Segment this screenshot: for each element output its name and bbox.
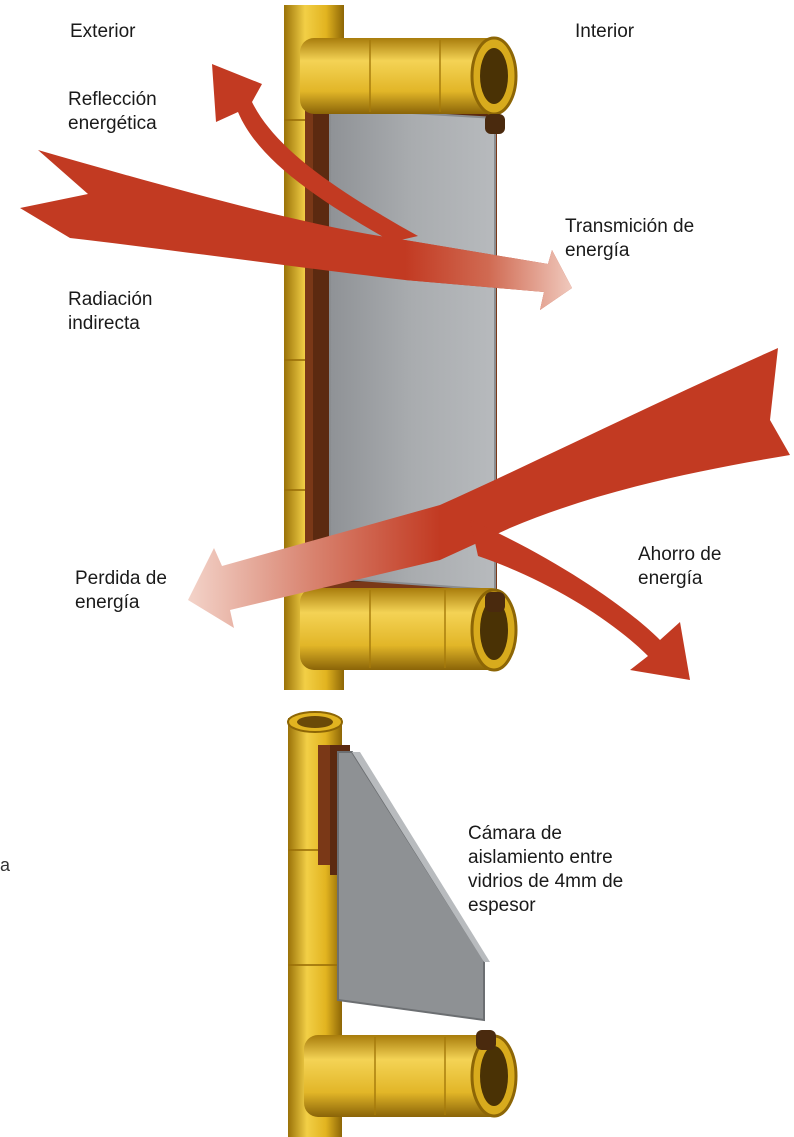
energy-arrows <box>20 64 790 680</box>
transmission-label-line: Transmición de <box>565 216 695 237</box>
energy-loss-label-line: energía <box>75 592 140 613</box>
transmission-label-line: energía <box>565 240 630 261</box>
energy-loss-label: Perdida de energía <box>75 567 167 615</box>
bamboo-bottom-rail <box>300 588 505 670</box>
exterior-label: Exterior <box>70 21 136 42</box>
energy-saving-arrow <box>470 520 690 680</box>
energy-saving-label-line: energía <box>638 568 703 589</box>
insulation-chamber-label-line: vidrios de 4mm de <box>468 871 624 892</box>
insulation-chamber-label-line: aislamiento entre <box>468 847 613 868</box>
reflection-arrow <box>212 64 418 242</box>
interior-radiation-arrow <box>440 348 790 560</box>
energy-saving-label-line: Ahorro de <box>638 544 722 565</box>
insulation-chamber-label: Cámara de aislamiento entre vidrios de 4… <box>468 822 623 918</box>
energy-loss-label-line: Perdida de <box>75 568 167 589</box>
indirect-radiation-label-line: Radiación <box>68 289 153 310</box>
lower-window-illustration <box>287 711 518 1137</box>
reflection-label-line: energética <box>68 113 157 134</box>
bamboo-top-rail <box>300 38 500 114</box>
insulation-chamber-label-line: espesor <box>468 895 536 916</box>
transmission-label: Transmición de energía <box>565 215 694 263</box>
indirect-radiation-label-line: indirecta <box>68 313 140 334</box>
transmission-arrow <box>405 240 572 310</box>
reflection-label-line: Reflección <box>68 89 157 110</box>
glass-chamber <box>337 751 485 1022</box>
bamboo-lower-rail <box>304 1035 504 1117</box>
stray-letter: a <box>0 855 11 875</box>
energy-loss-arrow <box>188 505 440 628</box>
indirect-radiation-label: Radiación indirecta <box>68 288 153 336</box>
interior-label: Interior <box>575 21 635 42</box>
energy-saving-label: Ahorro de energía <box>638 543 721 591</box>
reflection-label: Reflección energética <box>68 88 157 136</box>
insulation-chamber-label-line: Cámara de <box>468 823 562 844</box>
